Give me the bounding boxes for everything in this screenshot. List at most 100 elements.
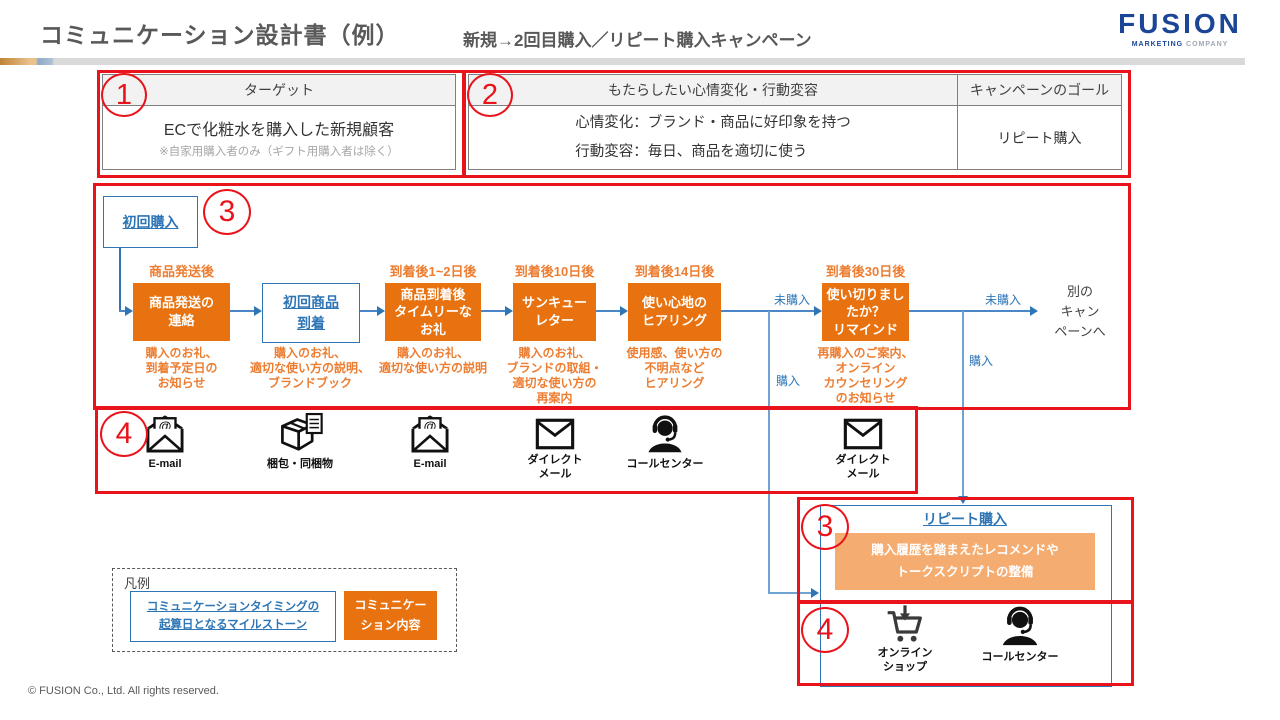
- number-badge-4: 4: [100, 411, 148, 457]
- number-badge-4b: 4: [801, 607, 849, 653]
- channel-direct-mail-1-label: ダイレクト メール: [527, 454, 583, 481]
- start-connector-arrow-icon: [125, 306, 133, 316]
- branch2-vertical-line: [962, 311, 964, 497]
- branch1-arrow-icon: [811, 588, 819, 598]
- number-badge-2-text: 2: [481, 78, 499, 111]
- note-step-6: 再購入のご案内、 オンライン カウンセリング のお知らせ: [817, 346, 914, 405]
- channel-call-center-1-label: コールセンター: [626, 458, 704, 470]
- fusion-logo-tagline-light: COMPANY: [1186, 41, 1229, 48]
- connector-4-5: [596, 310, 622, 312]
- envelope-icon: [534, 417, 576, 451]
- decorative-bar: [0, 58, 1245, 65]
- call-center-icon: [997, 602, 1043, 648]
- channels-section-frame: [95, 406, 918, 494]
- number-badge-1: 1: [101, 73, 147, 117]
- legend-milestone-box: コミュニケーションタイミングの 起算日となるマイルストーン: [130, 591, 336, 642]
- number-badge-2: 2: [467, 73, 513, 117]
- connector-1-2: [229, 310, 256, 312]
- channel-direct-mail-2-label: ダイレクト メール: [835, 454, 891, 481]
- repeat-purchase-content: 購入履歴を踏まえたレコメンドや トークスクリプトの整備: [835, 533, 1095, 590]
- note-step-1: 購入のお礼、 到着予定日の お知らせ: [145, 346, 218, 390]
- timing-step-5: 到着後14日後: [634, 264, 715, 279]
- flow-step-shipping-notice: 商品発送の 連絡: [133, 283, 230, 341]
- legend-box: [112, 568, 457, 652]
- branch1-not-purchased-label: 未購入: [774, 293, 811, 307]
- call-center-icon: [643, 411, 687, 455]
- number-badge-3b: 3: [801, 504, 849, 550]
- first-purchase-milestone: 初回購入: [103, 196, 198, 248]
- email-open-icon: @: [144, 413, 186, 455]
- target-table-header: ターゲット: [103, 75, 455, 106]
- note-step-2: 購入のお礼、 適切な使い方の説明、 ブランドブック: [249, 346, 370, 390]
- goal-section-frame: [463, 70, 1131, 178]
- connector-5-6-arrow-icon: [814, 306, 822, 316]
- connector-3-4: [481, 310, 507, 312]
- number-badge-3-text: 3: [218, 195, 236, 228]
- flow-step-first-delivery-milestone: 初回商品 到着: [262, 283, 360, 343]
- goal-table-col1-body: 心情変化：ブランド・商品に好印象を持つ 行動変容：毎日、商品を適切に使う: [575, 115, 851, 160]
- note-step-5: 使用感、使い方の 不明点など ヒアリング: [626, 346, 723, 390]
- timing-step-6: 到着後30日後: [825, 264, 906, 279]
- goal-table-col2-body: リピート購入: [997, 129, 1082, 146]
- channel-online-shop-label: オンライン ショップ: [877, 647, 933, 674]
- branch1-purchased-label: 購入: [776, 374, 801, 388]
- number-badge-3: 3: [203, 189, 251, 235]
- connector-2-3-arrow-icon: [377, 306, 385, 316]
- target-table-note: ※自家用購入者のみ（ギフト用購入者は除く）: [159, 145, 399, 158]
- page-subtitle: 新規→2回目購入／リピート購入キャンペーン: [463, 31, 812, 50]
- legend-title: 凡例: [124, 576, 151, 591]
- branch2-purchased-label: 購入: [969, 354, 994, 368]
- branch1-vertical-line: [768, 311, 770, 593]
- number-badge-3b-text: 3: [816, 510, 834, 543]
- envelope-icon: [842, 417, 884, 451]
- channel-email-2-label: E-mail: [413, 458, 447, 470]
- connector-3-4-arrow-icon: [505, 306, 513, 316]
- fusion-logo-tagline: MARKETING COMPANY: [1112, 41, 1248, 48]
- channel-call-center-2-label: コールセンター: [981, 651, 1059, 663]
- note-step-3: 購入のお礼、 適切な使い方の説明: [378, 346, 487, 375]
- repeat-section-frame: [797, 497, 1134, 603]
- target-table-body: ECで化粧水を購入した新規顧客: [163, 121, 395, 139]
- connector-6-exit: [908, 310, 1032, 312]
- branch2-arrow-icon: [958, 496, 968, 504]
- note-step-4: 購入のお礼、 ブランドの取組・ 適切な使い方の 再案内: [506, 346, 603, 405]
- connector-2-3: [358, 310, 379, 312]
- fusion-logo-tagline-strong: MARKETING: [1131, 41, 1184, 48]
- fusion-logo: FUSION MARKETING COMPANY: [1112, 8, 1248, 49]
- number-badge-4b-text: 4: [816, 613, 834, 646]
- connector-1-2-arrow-icon: [254, 306, 262, 316]
- channel-direct-mail-2: ダイレクト メール: [808, 417, 918, 482]
- page-title: コミュニケーション設計書（例）: [40, 22, 400, 48]
- goal-table-col1-header: もたらしたい心情変化・行動変容: [469, 75, 957, 106]
- connector-4-5-arrow-icon: [620, 306, 628, 316]
- flow-step-reminder: 使い切りまし たか？ リマインド: [822, 283, 909, 341]
- fusion-logo-word: FUSION: [1118, 8, 1242, 39]
- channel-email-1-label: E-mail: [148, 458, 182, 470]
- flow-step-usability-hearing: 使い心地の ヒアリング: [628, 283, 721, 341]
- start-connector-vertical: [119, 246, 121, 311]
- goal-table-col2-header: キャンペーンのゴール: [958, 75, 1121, 106]
- other-campaign-label: 別の キャン ペーンへ: [1054, 284, 1106, 340]
- flow-step-thankyou-letter: サンキュー レター: [513, 283, 596, 341]
- channel-call-center-2: コールセンター: [965, 602, 1075, 664]
- cart-icon: [883, 604, 927, 644]
- target-table: ターゲット ECで化粧水を購入した新規顧客 ※自家用購入者のみ（ギフト用購入者は…: [102, 74, 456, 170]
- number-badge-4-text: 4: [115, 417, 133, 450]
- channel-email-1: @ E-mail: [110, 413, 220, 471]
- connector-6-exit-arrow-icon: [1030, 306, 1038, 316]
- goal-table: もたらしたい心情変化・行動変容 心情変化：ブランド・商品に好印象を持つ 行動変容…: [468, 74, 1122, 170]
- channel-package: 梱包・同梱物: [245, 411, 355, 471]
- flow-step-timely-thanks: 商品到着後 タイムリーな お礼: [385, 283, 481, 341]
- start-connector-horizontal: [119, 310, 127, 312]
- legend-content-box: コミュニケー ション内容: [344, 591, 437, 640]
- branch2-not-purchased-label: 未購入: [985, 293, 1022, 307]
- first-delivery-label: 初回商品 到着: [283, 294, 339, 331]
- timing-step-3: 到着後1~2日後: [389, 264, 477, 279]
- legend-milestone-label: コミュニケーションタイミングの 起算日となるマイルストーン: [146, 600, 320, 631]
- channel-direct-mail-1: ダイレクト メール: [500, 417, 610, 482]
- channel-package-label: 梱包・同梱物: [267, 458, 333, 470]
- channel-call-center-1: コールセンター: [610, 411, 720, 471]
- package-icon: [277, 411, 323, 455]
- channel-online-shop: オンライン ショップ: [850, 604, 960, 675]
- email-open-icon: @: [409, 413, 451, 455]
